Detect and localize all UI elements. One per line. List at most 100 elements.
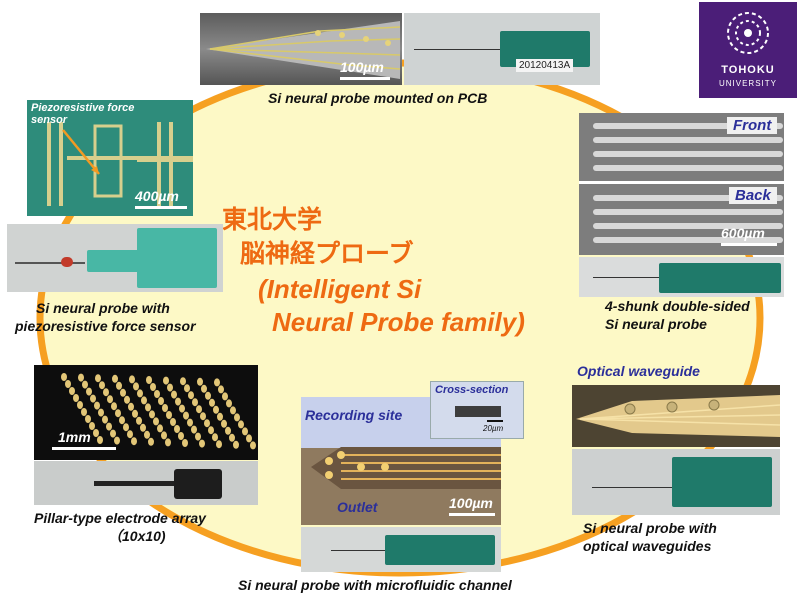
pillar-electrode — [201, 384, 207, 393]
pillar-electrode — [144, 430, 150, 439]
pillar-electrode — [114, 436, 120, 445]
pillar-electrode — [94, 401, 100, 410]
pillar-electrode — [157, 424, 163, 433]
pillar-electrode — [119, 416, 125, 425]
pillar-electrode — [124, 395, 130, 404]
pillar-electrode — [133, 382, 139, 391]
pillar-electrode — [127, 430, 133, 439]
optical-waveguide-photo — [572, 385, 780, 447]
pillar-electrode — [174, 425, 180, 433]
pillar-electrode — [69, 387, 75, 395]
pillar-electrode — [170, 418, 176, 426]
four-shank-scale-bar — [721, 243, 777, 246]
pillar-electrode — [89, 422, 95, 430]
piezo-scale-bar — [135, 206, 187, 209]
pillar-electrode — [86, 387, 92, 396]
pillar-electrode — [137, 389, 143, 398]
pillar-electrode — [78, 373, 84, 382]
pillar-electrode — [204, 419, 210, 428]
pillar-electrode — [165, 438, 171, 447]
piezo-pcb-photo — [7, 224, 223, 292]
pillar-electrode — [149, 410, 155, 419]
pillar-electrode — [175, 397, 181, 406]
piezo-pattern — [47, 122, 193, 206]
pillar-electrode — [93, 429, 99, 437]
optical-pcb-photo — [572, 449, 780, 515]
pillar-electrode — [116, 381, 122, 390]
pillar-electrode — [171, 390, 177, 399]
pillar-electrode — [123, 423, 129, 432]
pillar-electrode — [222, 392, 228, 401]
pillar-electrode — [161, 431, 167, 440]
pillar-electrode — [230, 406, 236, 415]
pillar-electrode — [191, 425, 197, 434]
pillar-electrode — [128, 402, 134, 411]
four-shank-photo: Front Back 600µm — [579, 113, 784, 255]
pillar-electrode — [110, 429, 116, 438]
pillar-electrode — [82, 380, 88, 389]
pillar-electrode — [132, 409, 138, 418]
piezo-sensor-photo: Piezoresistive force sensor 400µm — [27, 100, 193, 216]
title-en-line1: (Intelligent Si — [258, 274, 422, 304]
pillar-electrode — [95, 374, 101, 383]
pillar-electrode — [148, 437, 154, 446]
pillar-electrode — [97, 436, 103, 444]
pillar-electrode — [167, 383, 173, 392]
microfluidic-scale-label: 100µm — [449, 495, 493, 511]
pillar-electrode — [187, 418, 193, 427]
pillar-grid — [61, 373, 256, 450]
pillar-electrode — [200, 412, 206, 421]
piezo-scale-label: 400µm — [135, 188, 179, 204]
optical-caption-line2: optical waveguides — [583, 538, 712, 554]
pillar-electrode — [213, 405, 219, 414]
pillar-electrode — [154, 390, 160, 398]
pillar-electrode — [178, 432, 184, 440]
pillar-electrode — [179, 404, 185, 413]
back-label: Back — [729, 187, 777, 204]
pillar-electrode — [120, 388, 126, 397]
pillar-electrode — [103, 388, 109, 397]
top-probe-tip-photo: 100µm — [200, 13, 402, 85]
pillar-electrode — [188, 391, 194, 400]
microfluidic-scale-bar — [449, 513, 495, 516]
pillar-electrode — [129, 375, 135, 384]
title-en-line2: Neural Probe family) — [272, 307, 525, 337]
pillar-electrode — [85, 415, 91, 423]
pillar-electrode — [98, 408, 104, 417]
pillar-electrode — [106, 422, 112, 431]
pillar-electrode — [225, 426, 231, 435]
microfluidic-traces — [311, 447, 501, 489]
pillar-electrode — [221, 419, 227, 428]
top-chip-label: 20120413A — [516, 59, 574, 72]
pillar-electrode — [61, 373, 67, 381]
pillar-electrode — [229, 433, 235, 442]
pillar-electrode — [150, 383, 156, 391]
pillar-electrode — [158, 397, 164, 405]
callout-arrow-icon — [62, 129, 100, 175]
outlet-label: Outlet — [337, 499, 378, 515]
cross-section-label: Cross-section — [435, 384, 509, 396]
pillar-electrode — [90, 394, 96, 403]
pillar-electrode — [238, 420, 244, 429]
pillar-electrode — [112, 374, 118, 383]
pillar-electrode — [81, 408, 87, 416]
pillar-electrode — [214, 378, 220, 387]
pillar-electrode — [136, 416, 142, 425]
pillar-electrode — [182, 439, 188, 447]
recording-site-label: Recording site — [305, 407, 403, 423]
pillar-caption-line1: Pillar-type electrode array — [34, 510, 206, 526]
four-shank-pcb-photo — [579, 257, 784, 297]
pillar-electrode — [140, 423, 146, 432]
pillar-electrode — [199, 439, 205, 448]
top-scale-bar — [340, 77, 390, 80]
pillar-electrode — [145, 403, 151, 412]
pillar-electrode — [153, 417, 159, 426]
pillar-electrode — [162, 404, 168, 412]
pillar-electrode — [212, 433, 218, 442]
pillar-electrode — [216, 440, 222, 449]
pillar-electrode — [115, 409, 121, 418]
pillar-electrode — [163, 376, 169, 385]
pillar-electrode — [208, 426, 214, 435]
four-shank-scale-label: 600µm — [721, 225, 765, 241]
pillar-electrode — [183, 411, 189, 420]
